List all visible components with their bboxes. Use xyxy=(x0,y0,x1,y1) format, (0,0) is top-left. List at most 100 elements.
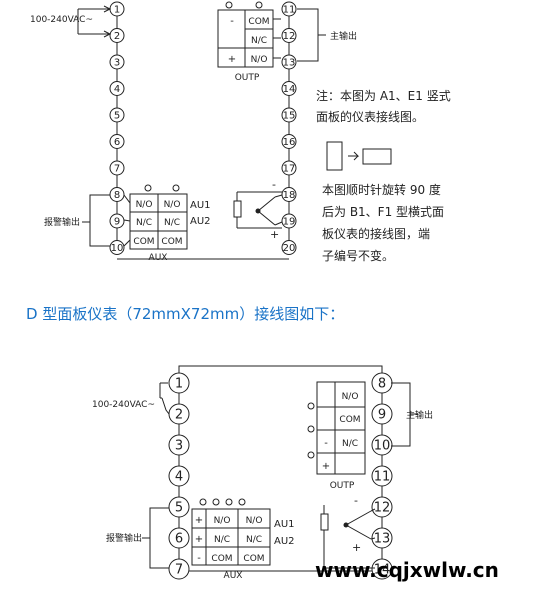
svg-text:12: 12 xyxy=(283,31,296,42)
svg-text:N/O: N/O xyxy=(214,516,231,526)
top-right-terminal-19: 19 xyxy=(281,213,297,229)
svg-text:14: 14 xyxy=(374,563,391,578)
svg-text:17: 17 xyxy=(283,164,296,175)
top-au2-label: AU2 xyxy=(190,216,211,227)
svg-text:11: 11 xyxy=(283,5,296,16)
svg-text:14: 14 xyxy=(283,84,296,95)
svg-text:+: + xyxy=(195,515,203,526)
svg-text:-: - xyxy=(272,178,276,191)
bottom-right-terminal-9: 9 xyxy=(371,403,393,425)
bottom-left-terminal-6: 6 xyxy=(168,527,190,549)
svg-text:3: 3 xyxy=(114,58,120,69)
top-left-terminal-5: 5 xyxy=(109,107,125,123)
bottom-aux-relay-block: + N/O N/O + N/C N/C - COM COM AU1 AU2 AU… xyxy=(191,498,295,581)
svg-text:6: 6 xyxy=(114,137,120,148)
svg-text:9: 9 xyxy=(114,217,120,228)
top-sensor-input: - + xyxy=(233,178,283,241)
bottom-left-terminal-3: 3 xyxy=(168,434,190,456)
svg-text:N/C: N/C xyxy=(246,535,262,545)
svg-text:9: 9 xyxy=(378,408,386,423)
rotate-note-line-1: 本图顺时针旋转 90 度 xyxy=(322,182,441,197)
svg-text:COM: COM xyxy=(339,415,360,425)
rotate-note-line-4: 子编号不变。 xyxy=(322,248,394,263)
top-left-terminal-4: 4 xyxy=(109,81,125,96)
svg-text:10: 10 xyxy=(111,243,124,254)
bottom-right-terminal-8: 8 xyxy=(371,372,393,394)
top-note-line-1: 注：本图为 A1、E1 竖式 xyxy=(316,88,451,103)
svg-text:-: - xyxy=(324,438,328,449)
top-left-terminal-10: 10 xyxy=(109,240,125,255)
watermark-text: www.cqjxwlw.cn xyxy=(315,558,499,582)
top-right-terminal-16: 16 xyxy=(281,134,297,149)
svg-text:4: 4 xyxy=(175,470,183,485)
top-voltage-label: 100-240VAC~ xyxy=(30,15,93,25)
svg-text:3: 3 xyxy=(175,439,183,454)
top-aux-relay-block: N/O N/O N/C N/C COM COM AU1 AU2 AUX xyxy=(123,184,211,263)
bottom-alarm-output-label: 报警输出 xyxy=(106,532,142,544)
top-main-output-label: 主输出 xyxy=(330,30,357,42)
svg-text:5: 5 xyxy=(175,501,183,516)
bottom-left-terminal-7: 7 xyxy=(168,558,190,580)
svg-text:N/C: N/C xyxy=(251,36,267,46)
top-left-terminal-7: 7 xyxy=(109,160,125,176)
svg-text:N/O: N/O xyxy=(136,200,153,210)
top-right-terminal-13: 13 xyxy=(281,54,297,70)
svg-text:-: - xyxy=(197,553,201,564)
svg-text:COM: COM xyxy=(248,17,269,27)
top-outp-label: OUTP xyxy=(235,73,260,83)
svg-text:N/C: N/C xyxy=(342,439,358,449)
top-right-terminal-12: 12 xyxy=(281,28,297,43)
svg-text:11: 11 xyxy=(374,470,391,485)
top-left-terminal-3: 3 xyxy=(109,54,125,70)
svg-text:N/O: N/O xyxy=(342,392,359,402)
svg-text:+: + xyxy=(270,228,279,241)
top-right-terminal-14: 14 xyxy=(281,81,297,96)
top-right-terminal-20: 20 xyxy=(281,240,297,255)
bottom-main-output-label: 主输出 xyxy=(406,409,433,421)
top-left-terminal-1: 1 xyxy=(109,1,125,17)
svg-text:COM: COM xyxy=(211,554,232,564)
svg-text:+: + xyxy=(352,541,361,554)
svg-text:1: 1 xyxy=(114,5,120,16)
bottom-left-terminal-2: 2 xyxy=(168,403,190,425)
rotate-note-line-2: 后为 B1、F1 型横式面 xyxy=(322,205,444,219)
bottom-left-terminal-5: 5 xyxy=(168,496,190,518)
top-right-terminal-15: 15 xyxy=(281,107,297,123)
bottom-right-terminal-13: 13 xyxy=(371,527,393,549)
top-au1-label: AU1 xyxy=(190,200,211,211)
svg-text:8: 8 xyxy=(378,377,386,392)
svg-text:COM: COM xyxy=(243,554,264,564)
top-outp-relay-block: - COM N/C + N/O OUTP xyxy=(217,1,281,83)
top-left-terminal-2: 2 xyxy=(109,28,125,43)
svg-text:13: 13 xyxy=(374,532,391,547)
svg-text:2: 2 xyxy=(114,31,120,42)
top-left-terminal-9: 9 xyxy=(109,213,125,229)
svg-text:2: 2 xyxy=(175,408,183,423)
top-aux-label: AUX xyxy=(149,253,168,263)
svg-text:+: + xyxy=(322,461,330,472)
svg-text:16: 16 xyxy=(283,137,296,148)
bottom-au1-label: AU1 xyxy=(274,519,295,530)
svg-text:N/O: N/O xyxy=(246,516,263,526)
bottom-right-terminal-11: 11 xyxy=(371,465,393,487)
top-right-terminal-18: 18 xyxy=(281,187,297,202)
bottom-outp-label: OUTP xyxy=(330,481,355,491)
svg-text:10: 10 xyxy=(374,439,391,454)
bottom-voltage-label: 100-240VAC~ xyxy=(92,400,155,410)
bottom-aux-label: AUX xyxy=(224,571,243,581)
svg-text:COM: COM xyxy=(133,237,154,247)
top-right-terminal-11: 11 xyxy=(281,1,297,17)
section-heading-d-panel: D 型面板仪表（72mmX72mm）接线图如下： xyxy=(26,305,345,323)
panel-orientation-icons xyxy=(326,141,392,171)
svg-text:N/O: N/O xyxy=(164,200,181,210)
bottom-right-terminal-12: 12 xyxy=(371,496,393,518)
top-right-terminal-17: 17 xyxy=(281,160,297,176)
svg-text:N/O: N/O xyxy=(251,55,268,65)
svg-text:15: 15 xyxy=(283,111,296,122)
svg-text:-: - xyxy=(354,494,358,507)
top-left-terminal-6: 6 xyxy=(109,134,125,149)
bottom-sensor-input: - + xyxy=(320,494,376,569)
